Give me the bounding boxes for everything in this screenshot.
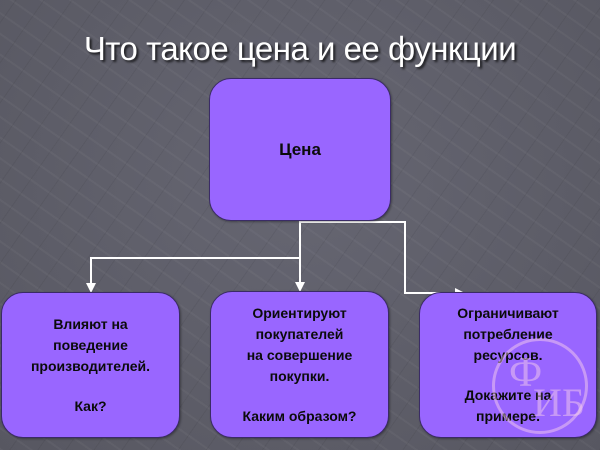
function-2-question: Каким образом? <box>242 407 357 424</box>
root-node-price: Цена <box>209 78 391 221</box>
watermark-logo: Ф ИБ <box>492 338 588 434</box>
connector-to-left <box>86 257 300 293</box>
function-node-producers: Влияют на поведение производителей. Как? <box>1 292 180 438</box>
function-2-line-3: на совершение <box>246 346 353 363</box>
function-2-line-2: покупателей <box>255 325 344 342</box>
connector-to-right <box>300 221 465 298</box>
function-1-line-1: Влияют на <box>53 315 128 332</box>
watermark-letters-ib: ИБ <box>533 380 585 425</box>
slide-title: Что такое цена и ее функции <box>83 30 517 67</box>
root-node-label: Цена <box>279 140 321 159</box>
function-1-question: Как? <box>74 397 107 414</box>
function-3-line-1: Ограничивают <box>457 305 559 321</box>
function-2-line-4: покупки. <box>269 367 330 384</box>
function-node-buyers: Ориентируют покупателей на совершение по… <box>210 291 389 438</box>
function-2-line-1: Ориентируют <box>252 304 347 321</box>
watermark-letter-f: Ф <box>509 350 543 396</box>
function-1-line-3: производителей. <box>30 357 151 374</box>
function-1-line-2: поведение <box>53 336 128 353</box>
